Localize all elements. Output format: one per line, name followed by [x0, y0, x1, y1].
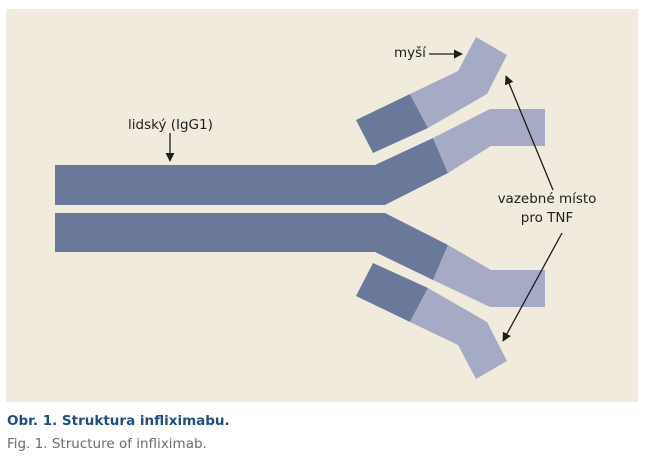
heavy-chain-variable-upper	[433, 109, 545, 173]
label-binding-site-line2: pro TNF	[520, 210, 574, 226]
human-heavy-chains	[55, 94, 448, 322]
arrows	[165, 49, 563, 342]
light-chain-constant-lower	[356, 263, 428, 322]
heavy-chain-variable-lower	[433, 245, 545, 307]
figure-caption-english: Fig. 1. Structure of infliximab.	[7, 436, 207, 452]
mouse-variable-regions	[410, 37, 545, 379]
heavy-chain-upper	[55, 138, 448, 205]
light-chain-variable-upper	[410, 37, 507, 128]
light-chain-constant-upper	[356, 94, 428, 153]
label-binding-site-line1: vazebné místo	[497, 191, 597, 207]
arrow-binding-site-lower	[502, 232, 563, 342]
light-chain-variable-lower	[410, 288, 507, 379]
figure-caption-czech: Obr. 1. Struktura infliximabu.	[7, 413, 230, 429]
label-human-igg1: lidský (IgG1)	[128, 117, 213, 133]
label-binding-site: vazebné místo pro TNF	[488, 190, 606, 228]
label-mouse: myší	[394, 45, 426, 61]
heavy-chain-lower	[55, 213, 448, 280]
arrow-binding-site-upper	[504, 75, 554, 191]
figure-panel	[6, 9, 638, 402]
